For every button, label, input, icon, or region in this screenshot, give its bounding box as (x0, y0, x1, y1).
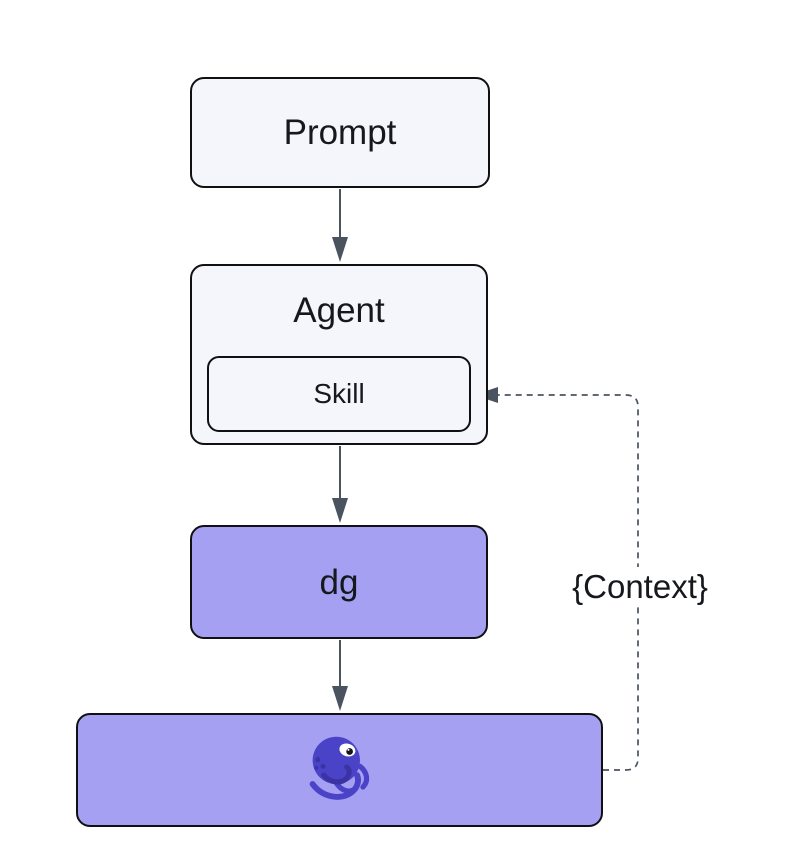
octopus-icon (309, 736, 369, 800)
arrow-dg-to-engine (332, 640, 348, 711)
node-dg: dg (190, 525, 488, 639)
arrow-prompt-to-agent (332, 189, 348, 262)
arrow-agent-to-dg (332, 446, 348, 523)
prompt-label: Prompt (283, 113, 397, 152)
node-agent: Agent Skill (190, 264, 488, 445)
node-skill: Skill (207, 356, 471, 432)
agent-label: Agent (293, 291, 385, 330)
node-engine (76, 713, 603, 827)
node-prompt: Prompt (190, 77, 490, 188)
skill-label: Skill (313, 378, 365, 409)
dg-label: dg (319, 562, 359, 602)
context-edge-label: {Context} (568, 567, 712, 608)
